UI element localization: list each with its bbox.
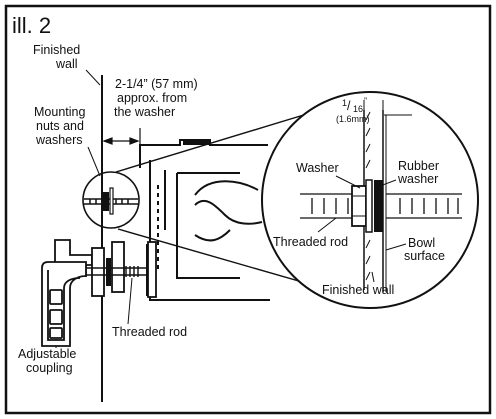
- finished-wall-leader: [85, 69, 101, 86]
- small-washer: [109, 187, 114, 215]
- adjustable-label-2: coupling: [26, 361, 73, 375]
- top-knob: [183, 139, 209, 145]
- small-nut: [103, 192, 109, 211]
- projection-line-bottom: [117, 228, 331, 291]
- lower-nut: [106, 258, 111, 286]
- mounting-label-3: washers: [35, 133, 83, 147]
- projection-line-top: [115, 106, 331, 173]
- finished-wall-label-1: Finished: [33, 43, 80, 57]
- mounting-label-1: Mounting: [34, 105, 85, 119]
- distance-label-1: 2-1/4” (57 mm): [115, 77, 198, 91]
- bowl-surface-label-2: surface: [404, 249, 445, 263]
- distance-label-3: the washer: [114, 105, 175, 119]
- rubber-washer-label-2: washer: [397, 172, 438, 186]
- fraction-numerator: 1: [342, 98, 347, 108]
- detail-finished-wall-label: Finished wall: [322, 283, 394, 297]
- fraction-mm: (1.6mm): [336, 114, 370, 124]
- rubber-washer-label-1: Rubber: [398, 159, 439, 173]
- fraction-unit: ”: [364, 96, 367, 106]
- detail-threaded-rod-label: Threaded rod: [273, 235, 348, 249]
- mounting-leader: [87, 146, 101, 177]
- mounting-detail-circle: [82, 171, 140, 229]
- fraction-slash: /: [347, 99, 351, 113]
- illustration-title: ill. 2: [12, 13, 51, 38]
- adjustable-coupling: [41, 261, 87, 347]
- mounting-label-2: nuts and: [36, 119, 84, 133]
- distance-label-2: approx. from: [117, 91, 187, 105]
- adjustable-label-1: Adjustable: [18, 347, 76, 361]
- finished-wall-label-2: wall: [55, 57, 78, 71]
- washer-label: Washer: [296, 161, 339, 175]
- bowl-surface-label-1: Bowl: [408, 236, 435, 250]
- threaded-rod-leader: [127, 277, 133, 325]
- fraction-denominator: 16: [353, 104, 363, 114]
- toilet-bowl-body: [139, 139, 270, 301]
- threaded-rod-label: Threaded rod: [112, 325, 187, 339]
- detail-contents: [300, 100, 462, 292]
